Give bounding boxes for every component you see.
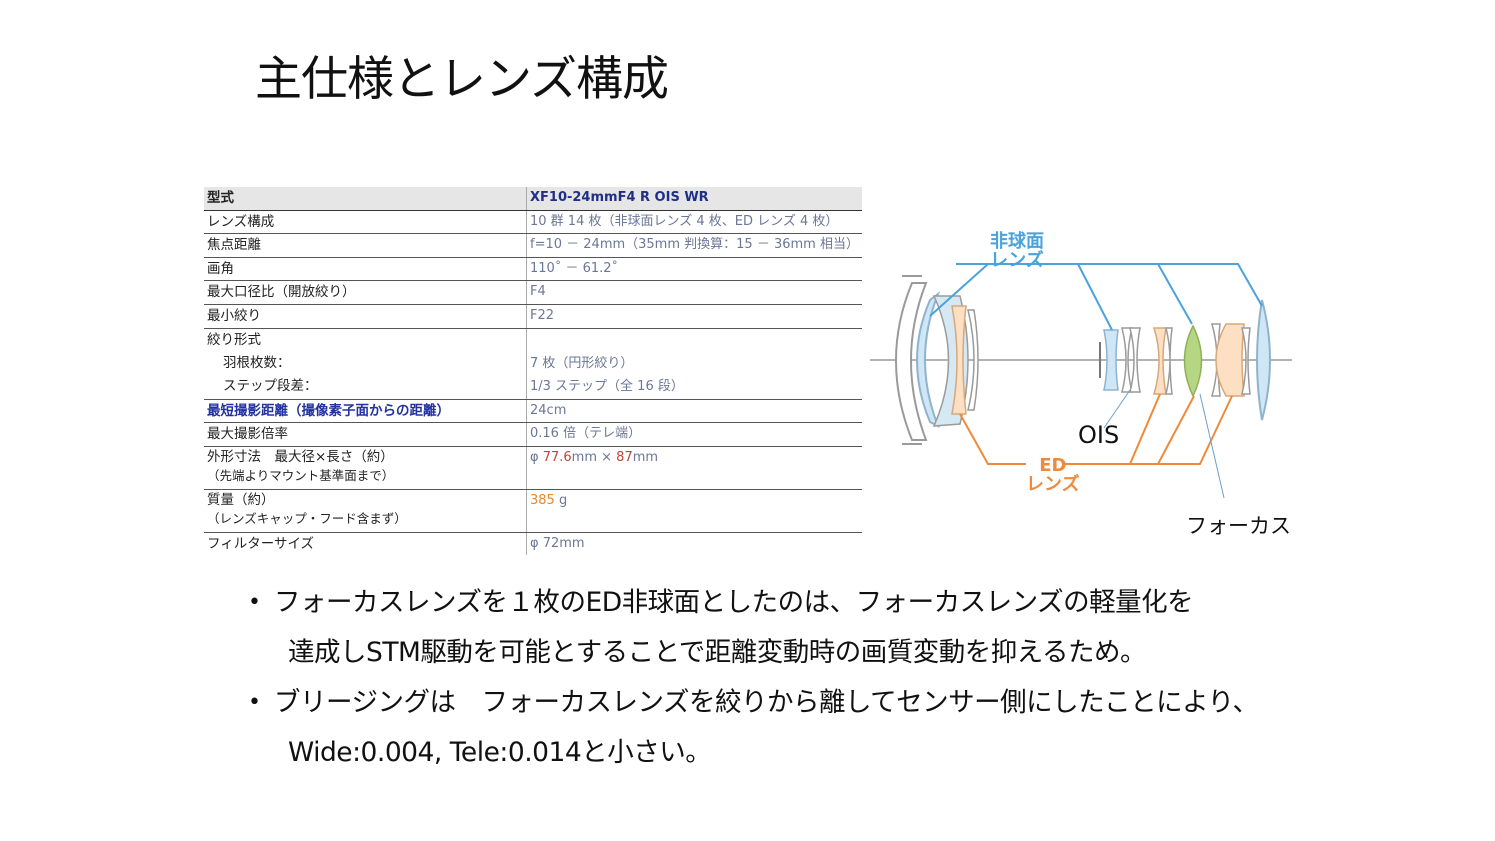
aspherical-leader-3 — [1078, 263, 1193, 325]
aspherical-leader-4 — [1158, 263, 1263, 307]
spec-label: 最小絞り — [204, 304, 527, 329]
list-item: • フォーカスレンズを１枚のED非球面としたのは、フォーカスレンズの軽量化を 達… — [248, 578, 1368, 678]
bullet-text-line: 達成しSTM駆動を可能とすることで距離変動時の画質変動を抑えるため。 — [288, 637, 1147, 668]
table-row: 絞り形式 羽根枚数： ステップ段差： 7 枚（円形絞り） 1/3 ステップ（全 … — [204, 328, 862, 400]
focus-label: フォーカス — [1186, 514, 1291, 538]
spec-label: フィルターサイズ — [204, 532, 527, 556]
spec-value-group: 7 枚（円形絞り） 1/3 ステップ（全 16 段） — [526, 328, 862, 400]
spec-value: F22 — [526, 304, 862, 329]
table-row: 最短撮影距離（撮像素子面からの距離） 24cm — [204, 399, 862, 424]
spec-label: 最短撮影距離（撮像素子面からの距離） — [204, 399, 527, 424]
spec-label-group: 質量（約） （レンズキャップ・フード含まず） — [204, 489, 527, 533]
rear-element-2 — [1241, 327, 1251, 395]
aspherical-lens-label: 非球面 レンズ — [990, 231, 1044, 271]
focus-element — [1183, 324, 1203, 398]
bullet-text-line: ブリージングは フォーカスレンズを絞りから離してセンサー側にしたことにより、 — [274, 687, 1259, 718]
bullet-marker: • — [248, 690, 261, 715]
spec-table: 型式 XF10-24mmF4 R OIS WR レンズ構成 10 群 14 枚（… — [204, 187, 862, 556]
table-row: 型式 XF10-24mmF4 R OIS WR — [204, 187, 862, 211]
spec-sublabel: （レンズキャップ・フード含まず） — [207, 510, 407, 526]
diameter-value: 77.6 — [542, 449, 572, 465]
spec-value: XF10-24mmF4 R OIS WR — [526, 187, 862, 211]
bullet-list: • フォーカスレンズを１枚のED非球面としたのは、フォーカスレンズの軽量化を 達… — [248, 578, 1368, 778]
table-row: 焦点距離 f=10 － 24mm（35mm 判換算：15 － 36mm 相当） — [204, 233, 862, 258]
ed-leader-3 — [1130, 395, 1195, 465]
ois-label: OIS — [1078, 421, 1120, 449]
spec-label-group: 絞り形式 羽根枚数： ステップ段差： — [204, 328, 527, 400]
spec-label: 最大口径比（開放絞り） — [204, 280, 527, 305]
spec-value: 0.16 倍（テレ端） — [526, 422, 862, 447]
spec-label: 画角 — [204, 257, 527, 282]
table-row: 最大撮影倍率 0.16 倍（テレ端） — [204, 422, 862, 447]
spec-table-image: 型式 XF10-24mmF4 R OIS WR レンズ構成 10 群 14 枚（… — [204, 187, 862, 563]
table-row: 最大口径比（開放絞り） F4 — [204, 280, 862, 305]
ed-leader-4 — [1158, 395, 1233, 465]
table-row: 画角 110˚ － 61.2˚ — [204, 257, 862, 282]
barrel-lines — [902, 275, 922, 445]
spec-label: 型式 — [204, 187, 527, 211]
aspherical-leader-2 — [956, 263, 1113, 331]
spec-value: φ 77.6mm × 87mm — [526, 446, 862, 490]
spec-label-group: 外形寸法 最大径×長さ（約） （先端よりマウント基準面まで） — [204, 446, 527, 490]
aspherical-leader-1 — [929, 263, 989, 317]
front-element-3 — [967, 309, 979, 411]
table-row: 外形寸法 最大径×長さ（約） （先端よりマウント基準面まで） φ 77.6mm … — [204, 446, 862, 490]
spec-value: 1/3 ステップ（全 16 段） — [530, 378, 684, 394]
spec-label: 外形寸法 最大径×長さ（約） — [207, 448, 394, 465]
table-row: レンズ構成 10 群 14 枚（非球面レンズ 4 枚、ED レンズ 4 枚） — [204, 210, 862, 235]
lens-diagram-svg — [870, 263, 1292, 499]
spec-value: 7 枚（円形絞り） — [530, 355, 634, 371]
ed-leader-1 — [959, 413, 1026, 465]
ed-lens-label: ED レンズ — [1026, 455, 1080, 495]
bullet-text-line: フォーカスレンズを１枚のED非球面としたのは、フォーカスレンズの軽量化を — [274, 587, 1194, 618]
spec-value: 10 群 14 枚（非球面レンズ 4 枚、ED レンズ 4 枚） — [526, 210, 862, 235]
ed-element-3 — [1215, 323, 1245, 397]
spec-label: 絞り形式 — [207, 331, 261, 348]
aspherical-element-2 — [1103, 329, 1119, 391]
aspherical-element-3 — [1256, 299, 1271, 421]
table-row: 質量（約） （レンズキャップ・フード含まず） 385 g — [204, 489, 862, 533]
lens-construction-diagram: 非球面 レンズ ED レンズ OIS フォーカス — [868, 188, 1294, 538]
spec-value: 110˚ － 61.2˚ — [526, 257, 862, 282]
spec-sublabel: 羽根枚数： — [223, 354, 291, 371]
middle-element — [1165, 327, 1173, 395]
spec-label: 質量（約） — [207, 491, 275, 508]
table-row: フィルターサイズ φ 72mm — [204, 532, 862, 556]
spec-label: 最大撮影倍率 — [204, 422, 527, 447]
front-element-1 — [895, 282, 928, 441]
spec-label: 焦点距離 — [204, 233, 527, 258]
list-item: • ブリージングは フォーカスレンズを絞りから離してセンサー側にしたことにより、… — [248, 678, 1368, 778]
bullet-text-line: Wide:0.004, Tele:0.014と小さい。 — [288, 737, 712, 768]
bullet-marker: • — [248, 590, 261, 615]
spec-sublabel: （先端よりマウント基準面まで） — [207, 467, 395, 483]
spec-sublabel: ステップ段差： — [223, 377, 318, 394]
ed-element-2 — [1152, 327, 1167, 395]
spec-value: φ 72mm — [530, 535, 585, 551]
focus-leader — [1199, 393, 1225, 499]
table-row: 最小絞り F22 — [204, 304, 862, 329]
spec-value: 24cm — [526, 399, 862, 424]
ois-element-2 — [1129, 327, 1141, 393]
weight-value: 385 — [530, 492, 555, 508]
spec-value: f=10 － 24mm（35mm 判換算：15 － 36mm 相当） — [526, 233, 862, 258]
spec-value: F4 — [526, 280, 862, 305]
spec-value: 385 g — [526, 489, 862, 533]
slide-title: 主仕様とレンズ構成 — [255, 52, 669, 107]
spec-label: レンズ構成 — [204, 210, 527, 235]
ed-element-1 — [951, 305, 967, 415]
length-value: 87 — [616, 449, 633, 465]
ois-leader — [1103, 389, 1131, 429]
